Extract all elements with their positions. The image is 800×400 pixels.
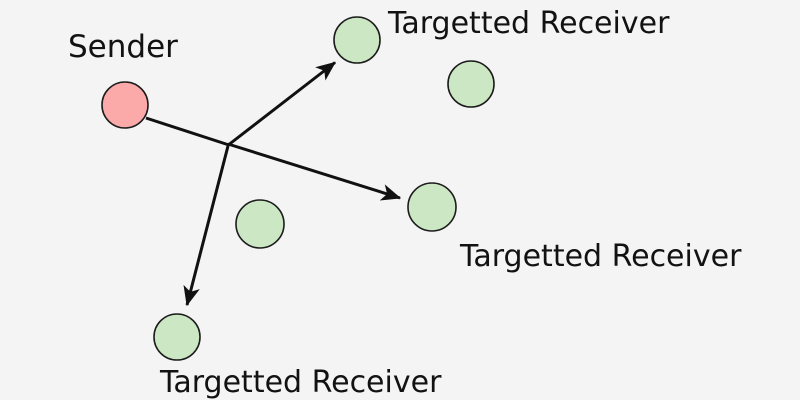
label-receiver-bottom: Targetted Receiver [159, 365, 442, 400]
node-receiver-right[interactable] [407, 182, 457, 232]
label-receiver-right: Targetted Receiver [459, 239, 742, 274]
label-receiver-top: Targetted Receiver [387, 6, 670, 41]
node-receiver-top[interactable] [333, 16, 381, 64]
edge-group [145, 61, 402, 307]
edge-junction-to-receiver-bottom [183, 145, 230, 307]
edge-junction-to-receiver-right [227, 142, 402, 201]
node-receiver-bottom[interactable] [153, 313, 201, 361]
node-idle-upper-right[interactable] [447, 60, 495, 108]
node-idle-center[interactable] [235, 199, 285, 249]
label-group: Sender Targetted Receiver Targetted Rece… [68, 6, 742, 400]
node-sender[interactable] [101, 81, 149, 129]
node-group [101, 16, 495, 361]
edge-junction-to-receiver-top [226, 61, 336, 148]
edge-sender-to-junction [145, 116, 230, 147]
label-sender: Sender [68, 29, 178, 65]
